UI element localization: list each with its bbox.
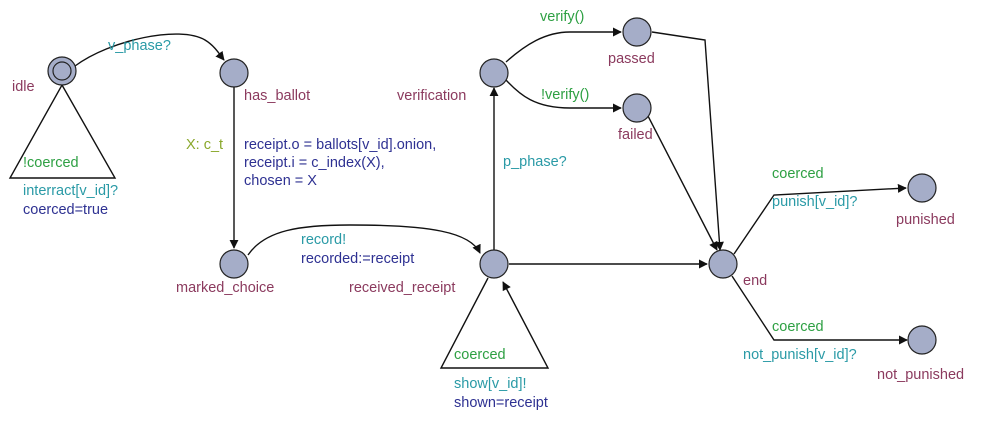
guard-not-coerced: !coerced: [23, 155, 79, 171]
sync-interract: interract[v_id]?: [23, 183, 118, 199]
edge-verification-to-failed[interactable]: [505, 79, 622, 113]
state-received-receipt[interactable]: [479, 249, 509, 279]
label-failed: failed: [618, 127, 653, 143]
sync-p-phase: p_phase?: [503, 154, 567, 170]
select-x-ct: X: c_t: [186, 137, 223, 153]
state-marked-choice[interactable]: [219, 249, 249, 279]
edge-passed-to-end[interactable]: [651, 31, 724, 251]
edge-marked-choice-to-received-receipt[interactable]: [247, 224, 481, 256]
sync-not-punish: not_punish[v_id]?: [743, 347, 857, 363]
label-has-ballot: has_ballot: [244, 88, 310, 104]
assign-receipt-i: receipt.i = c_index(X),: [244, 155, 385, 171]
sync-show: show[v_id]!: [454, 376, 527, 392]
state-passed[interactable]: [622, 17, 652, 47]
state-end[interactable]: [708, 249, 738, 279]
label-marked-choice: marked_choice: [176, 280, 274, 296]
assign-receipt-o: receipt.o = ballots[v_id].onion,: [244, 137, 436, 153]
edge-failed-to-end[interactable]: [647, 115, 718, 251]
sync-v-phase: v_phase?: [108, 38, 171, 54]
assign-shown: shown=receipt: [454, 395, 548, 411]
state-punished[interactable]: [907, 173, 937, 203]
edge-verification-to-passed[interactable]: [505, 27, 622, 63]
edge-end-to-not-punished[interactable]: [731, 275, 908, 345]
label-idle: idle: [12, 79, 35, 95]
label-end: end: [743, 273, 767, 289]
guard-coerced-not-punish: coerced: [772, 319, 824, 335]
sync-not-verify: !verify(): [541, 87, 589, 103]
edge-idle-loop[interactable]: [8, 83, 117, 179]
state-verification[interactable]: [479, 58, 509, 88]
edge-end-to-punished[interactable]: [733, 183, 907, 255]
state-idle[interactable]: [47, 56, 77, 86]
edge-received-receipt-loop[interactable]: [439, 277, 550, 369]
label-not-punished: not_punished: [877, 367, 964, 383]
assign-chosen: chosen = X: [244, 173, 317, 189]
sync-verify: verify(): [540, 9, 584, 25]
label-punished: punished: [896, 212, 955, 228]
state-failed[interactable]: [622, 93, 652, 123]
sync-punish: punish[v_id]?: [772, 194, 857, 210]
guard-coerced-punish: coerced: [772, 166, 824, 182]
sync-record: record!: [301, 232, 346, 248]
label-verification: verification: [397, 88, 466, 104]
assign-recorded: recorded:=receipt: [301, 251, 414, 267]
assign-coerced-true: coerced=true: [23, 202, 108, 218]
state-not-punished[interactable]: [907, 325, 937, 355]
state-has-ballot[interactable]: [219, 58, 249, 88]
guard-coerced-loop: coerced: [454, 347, 506, 363]
edge-idle-to-has-ballot[interactable]: [74, 33, 225, 67]
label-passed: passed: [608, 51, 655, 67]
label-received-receipt: received_receipt: [349, 280, 455, 296]
